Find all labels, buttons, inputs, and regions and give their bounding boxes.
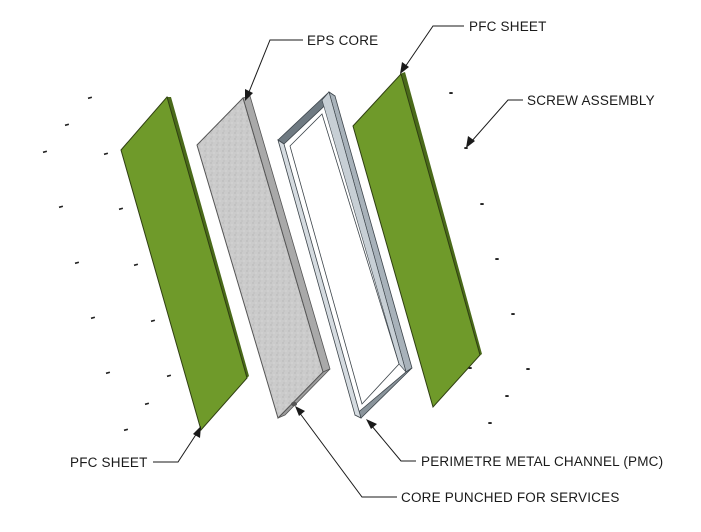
screw-icon [90, 316, 96, 320]
screw-icon [488, 422, 492, 424]
perimetre-metal-channel [277, 91, 413, 419]
pfc-sheet-left-face [120, 95, 248, 432]
screw-assembly-leader [466, 99, 523, 148]
screw-icon [118, 207, 124, 211]
pmc-leader [366, 419, 416, 462]
pfc-sheet-top-leader [400, 25, 464, 74]
screws-left-group [42, 96, 172, 432]
pfc-sheet-right-face [352, 73, 481, 409]
label-screw-assembly: SCREW ASSEMBLY [527, 93, 655, 108]
screw-icon [449, 92, 453, 94]
screw-icon [133, 263, 139, 267]
eps-core [196, 95, 331, 419]
screw-icon [105, 371, 111, 375]
label-pfc-sheet-top: PFC SHEET [469, 19, 547, 34]
screw-icon [87, 96, 93, 100]
pmc-opening [289, 113, 400, 405]
pfc-sheet-right [352, 72, 482, 409]
service-punch-hole [291, 401, 297, 407]
pmc-left-rail [277, 139, 362, 419]
label-eps-core: EPS CORE [307, 33, 378, 48]
label-core-punched: CORE PUNCHED FOR SERVICES [401, 490, 620, 505]
screw-icon [103, 152, 109, 156]
eps-core-face [196, 97, 324, 419]
screw-icon [495, 258, 499, 260]
screws-right-group [449, 92, 530, 424]
label-perimetre-metal-channel: PERIMETRE METAL CHANNEL (PMC) [421, 454, 663, 469]
screw-icon [74, 261, 80, 265]
screw-icon [505, 395, 509, 397]
screw-icon [511, 313, 515, 315]
label-pfc-sheet-bottom: PFC SHEET [70, 455, 148, 470]
pfc-sheet-bottom-leader [153, 426, 201, 463]
screw-icon [468, 367, 472, 369]
screw-icon [166, 374, 172, 378]
core-punched-leader [295, 406, 397, 498]
pfc-sheet-left [120, 95, 249, 432]
screw-icon [58, 205, 64, 209]
screw-icon [480, 203, 484, 205]
screw-icon [150, 319, 156, 323]
screw-icon [64, 123, 70, 127]
screw-icon [526, 368, 530, 370]
screw-icon [123, 428, 129, 432]
eps-core-leader [245, 39, 303, 101]
screw-icon [144, 402, 150, 406]
screw-icon [42, 150, 48, 154]
